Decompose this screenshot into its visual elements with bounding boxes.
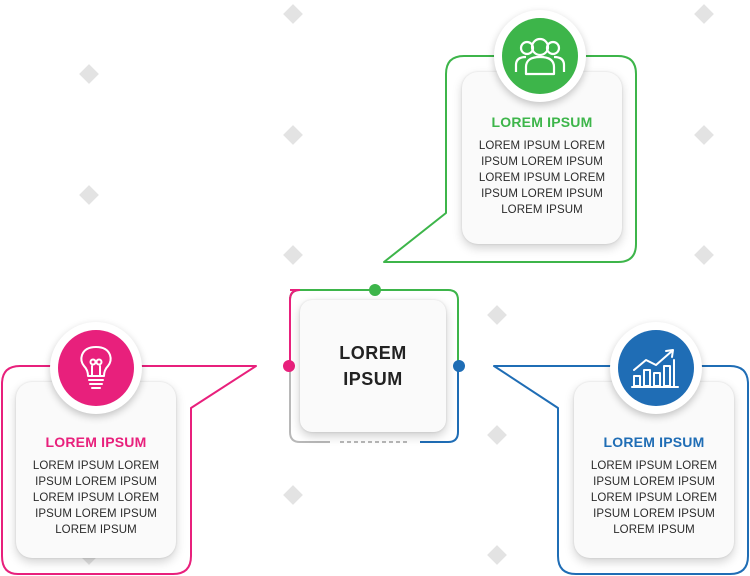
left-card-title: LOREM IPSUM bbox=[45, 434, 147, 450]
top-card-title: LOREM IPSUM bbox=[491, 114, 593, 130]
left-card-line: LOREM IPSUM LOREM bbox=[32, 460, 160, 472]
right-icon-badge bbox=[610, 322, 702, 414]
right-connection-dot bbox=[453, 360, 465, 372]
center-frame-blue bbox=[420, 368, 459, 443]
growth-chart-icon bbox=[631, 349, 679, 388]
top-card-line: LOREM IPSUM LOREM bbox=[478, 172, 606, 184]
top-info-card: LOREM IPSUM LOREM IPSUM LOREM IPSUM LORE… bbox=[462, 72, 622, 244]
top-icon-fill bbox=[502, 18, 578, 94]
left-card-line: LOREM IPSUM LOREM bbox=[32, 492, 160, 504]
center-title-line-2: IPSUM bbox=[343, 369, 403, 389]
right-card-line: LOREM IPSUM bbox=[613, 524, 695, 536]
right-card-line: LOREM IPSUM LOREM bbox=[590, 492, 718, 504]
top-icon-badge bbox=[494, 10, 586, 102]
right-card-title: LOREM IPSUM bbox=[603, 434, 705, 450]
left-connector-outline bbox=[1, 365, 257, 575]
left-icon-fill bbox=[58, 330, 134, 406]
center-frame-gray bbox=[289, 368, 330, 443]
right-connector-outline bbox=[493, 365, 749, 575]
right-icon-fill bbox=[618, 330, 694, 406]
left-connection-dot bbox=[283, 360, 295, 372]
left-card-line: LOREM IPSUM bbox=[55, 524, 137, 536]
top-card-line: LOREM IPSUM bbox=[501, 204, 583, 216]
center-title-line-1: LOREM bbox=[339, 343, 407, 363]
top-card-line: LOREM IPSUM LOREM bbox=[478, 140, 606, 152]
top-connection-dot bbox=[369, 284, 381, 296]
center-card: LOREM IPSUM bbox=[300, 300, 446, 432]
top-card-body: LOREM IPSUM LOREM IPSUM LOREM IPSUM LORE… bbox=[462, 138, 622, 218]
center-frame-magenta bbox=[289, 289, 301, 364]
right-card-body: LOREM IPSUM LOREM IPSUM LOREM IPSUM LORE… bbox=[574, 458, 734, 538]
left-icon-badge bbox=[50, 322, 142, 414]
right-card-line: IPSUM LOREM IPSUM bbox=[593, 476, 715, 488]
top-card-line: IPSUM LOREM IPSUM bbox=[481, 188, 603, 200]
right-card-line: LOREM IPSUM LOREM bbox=[590, 460, 718, 472]
top-connector-outline bbox=[383, 55, 637, 263]
lightbulb-icon bbox=[80, 346, 112, 389]
people-group-icon bbox=[514, 37, 566, 76]
left-card-body: LOREM IPSUM LOREM IPSUM LOREM IPSUM LORE… bbox=[16, 458, 176, 538]
top-card-line: IPSUM LOREM IPSUM bbox=[481, 156, 603, 168]
left-card-line: IPSUM LOREM IPSUM bbox=[35, 476, 157, 488]
left-card-line: IPSUM LOREM IPSUM bbox=[35, 508, 157, 520]
right-card-line: IPSUM LOREM IPSUM bbox=[593, 508, 715, 520]
right-info-card: LOREM IPSUM LOREM IPSUM LOREM IPSUM LORE… bbox=[574, 382, 734, 558]
